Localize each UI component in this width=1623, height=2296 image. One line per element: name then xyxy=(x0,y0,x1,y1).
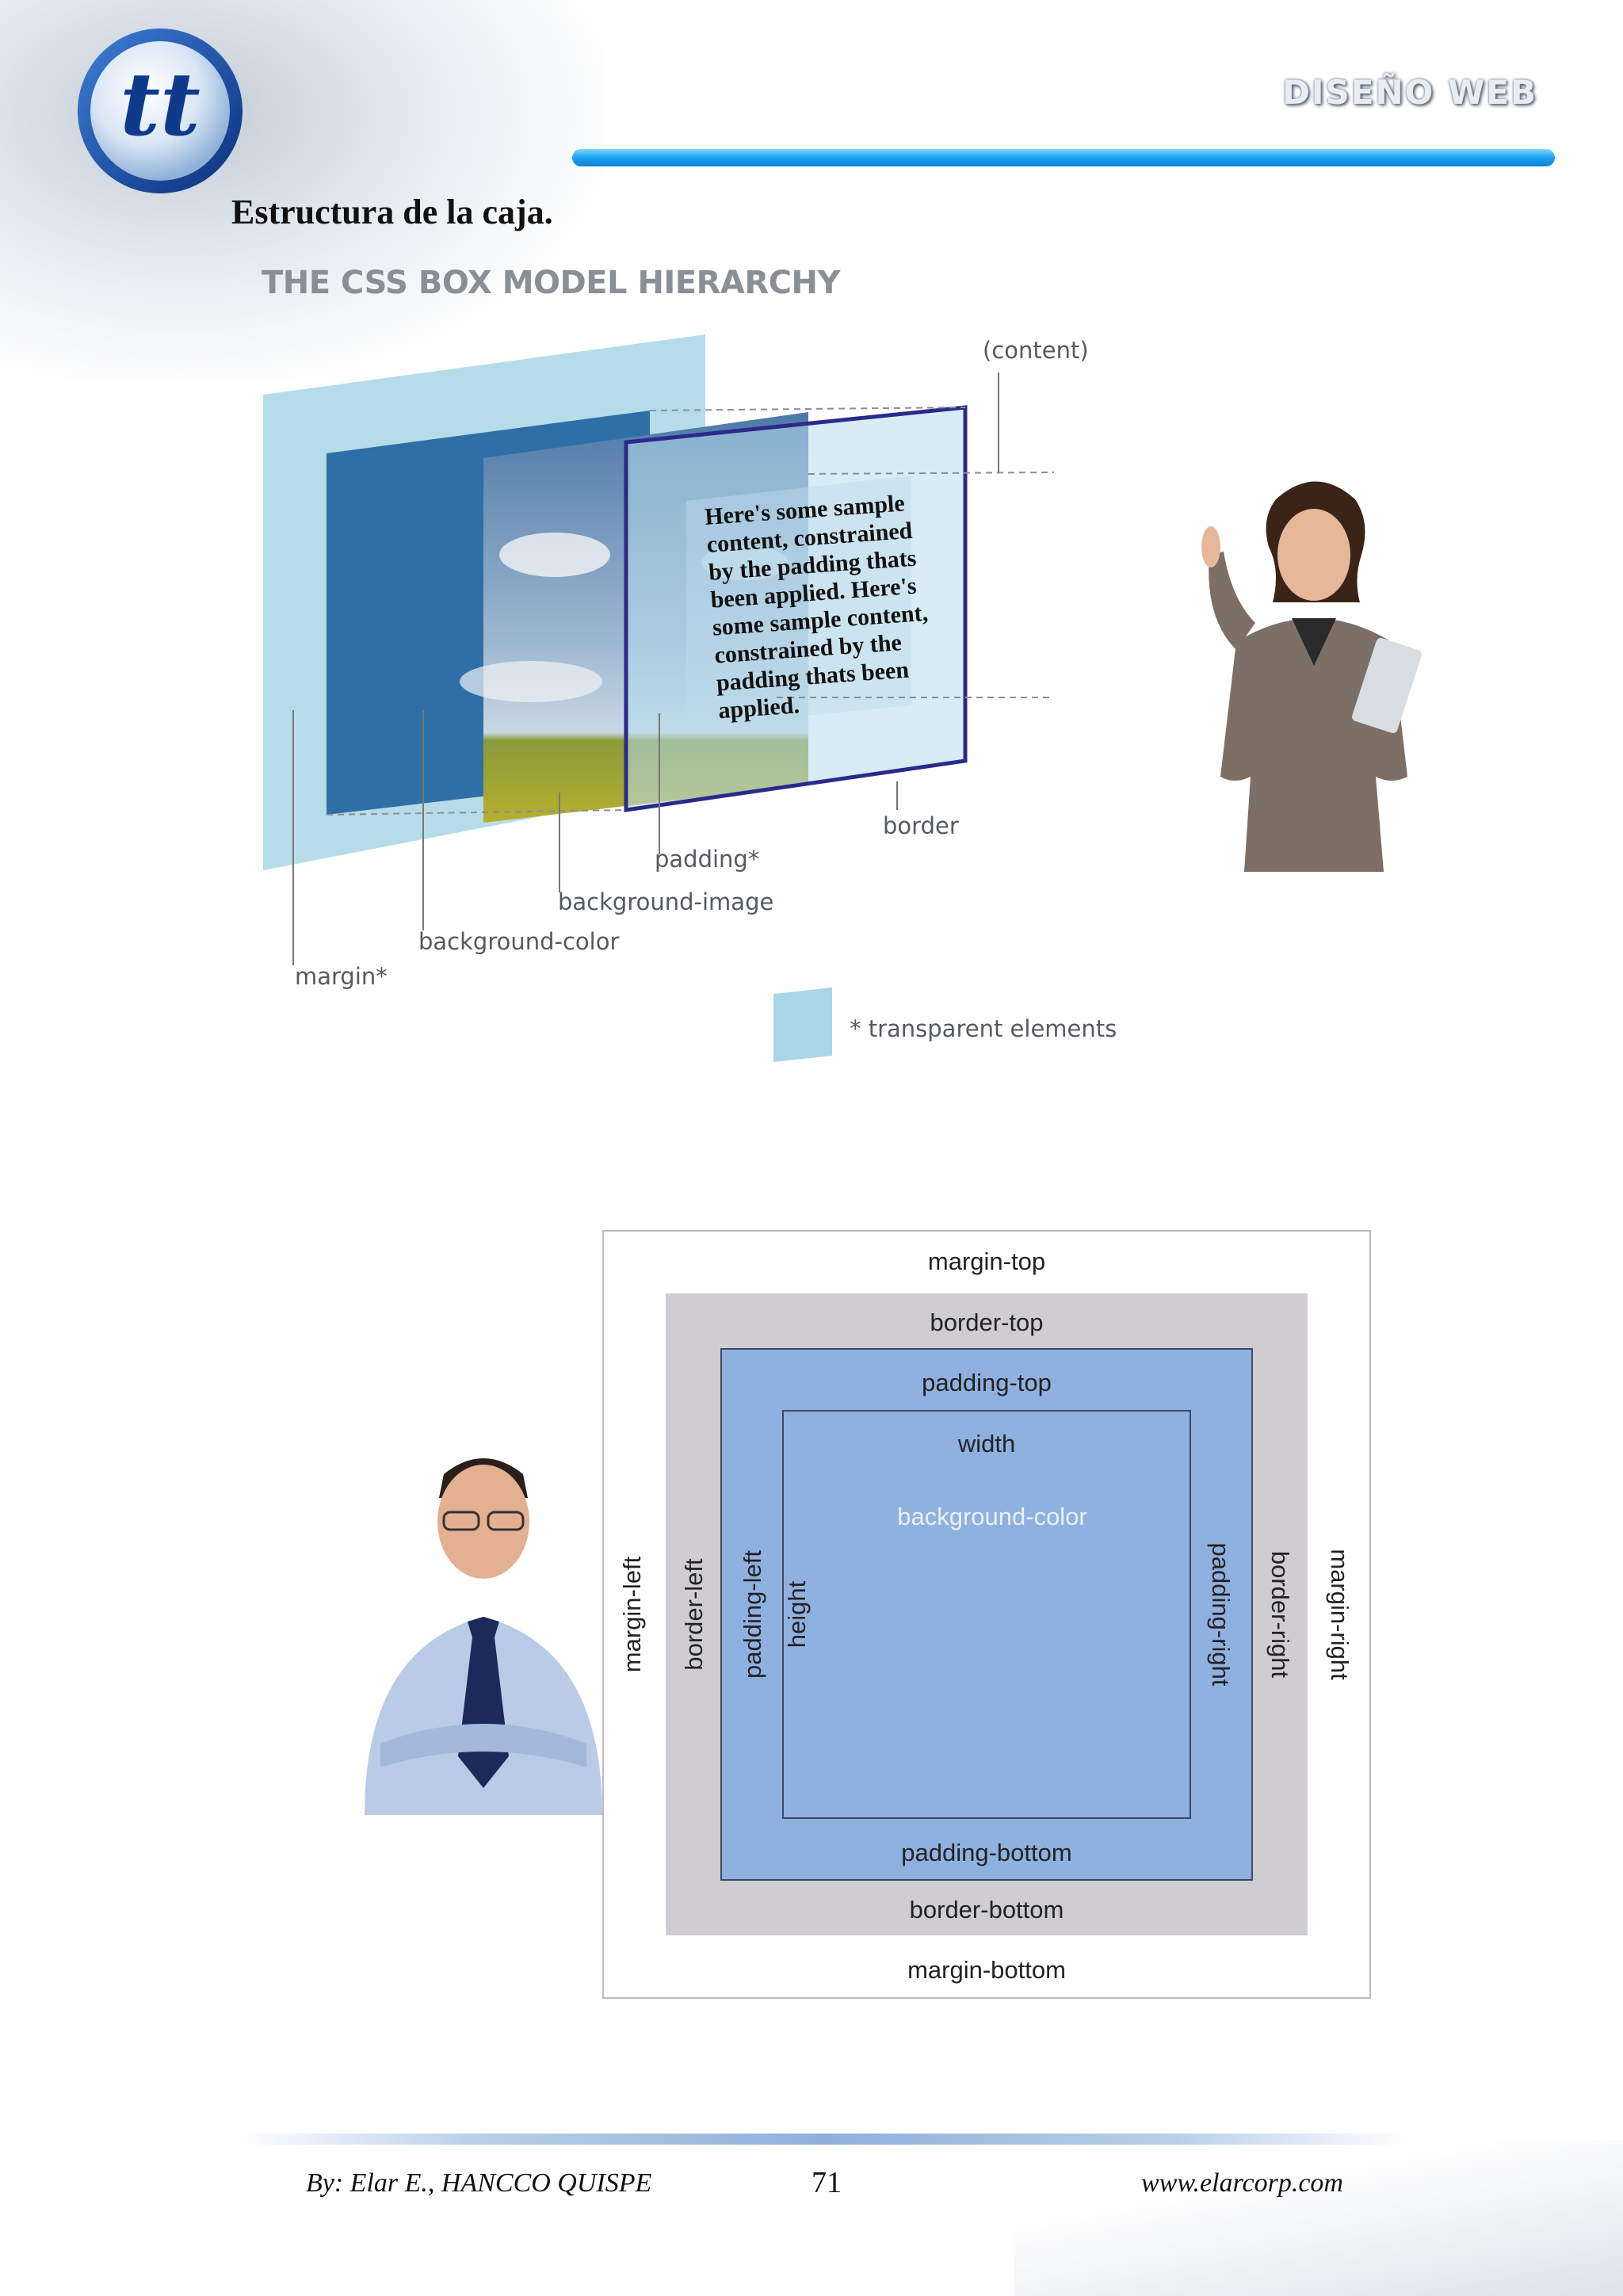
teacher-man-image xyxy=(365,1458,602,1815)
label-padding-top: padding-top xyxy=(922,1369,1052,1396)
label-padding-bottom: padding-bottom xyxy=(901,1839,1071,1866)
label-background-color: background-color xyxy=(418,928,619,955)
label-border-bottom: border-bottom xyxy=(910,1896,1064,1924)
label-background-color: background-color xyxy=(897,1503,1087,1530)
page-number: 71 xyxy=(812,2166,842,2199)
label-margin-right: margin-right xyxy=(1326,1549,1354,1680)
header-accent-bar xyxy=(572,149,1555,166)
label-content: (content) xyxy=(983,337,1089,364)
label-margin-top: margin-top xyxy=(928,1247,1045,1275)
label-border-right: border-right xyxy=(1266,1551,1294,1679)
label-border-left: border-left xyxy=(680,1558,708,1671)
document-heading: Estructura de la caja. xyxy=(231,193,553,231)
footer-url: www.elarcorp.com xyxy=(1141,2168,1343,2198)
content-box xyxy=(782,1410,1191,1819)
teacher-woman-image xyxy=(1201,481,1422,872)
hierarchy-diagram: Here's some sample content, constrained … xyxy=(263,334,1117,1062)
content-area xyxy=(686,476,911,728)
padding-layer xyxy=(626,407,965,810)
label-margin-left: margin-left xyxy=(618,1556,646,1672)
box-model-diagram: margin-top border-top padding-top width … xyxy=(602,1230,1371,1999)
border-frame xyxy=(624,405,968,812)
tt-logo: tt xyxy=(78,29,242,193)
label-border-top: border-top xyxy=(930,1308,1043,1336)
hierarchy-diagram-title: THE CSS BOX MODEL HIERARCHY xyxy=(262,265,840,301)
label-border: border xyxy=(883,812,959,839)
label-margin: margin* xyxy=(295,963,388,990)
label-background-image: background-image xyxy=(558,888,773,915)
logo-text: tt xyxy=(120,53,200,155)
label-padding: padding* xyxy=(655,846,759,873)
legend-label: * transparent elements xyxy=(850,1015,1117,1042)
label-padding-right: padding-right xyxy=(1207,1543,1235,1687)
label-height: height xyxy=(783,1580,811,1648)
section-title: DISEÑO WEB xyxy=(1282,73,1537,112)
label-margin-bottom: margin-bottom xyxy=(907,1956,1066,1984)
legend-swatch xyxy=(773,988,832,1062)
sample-text-line: applied. xyxy=(717,692,800,724)
label-width: width xyxy=(957,1430,1015,1457)
footer-author: By: Elar E., HANCCO QUISPE xyxy=(306,2168,652,2198)
footer-corner-decoration xyxy=(1014,2140,1623,2296)
label-padding-left: padding-left xyxy=(739,1550,766,1679)
